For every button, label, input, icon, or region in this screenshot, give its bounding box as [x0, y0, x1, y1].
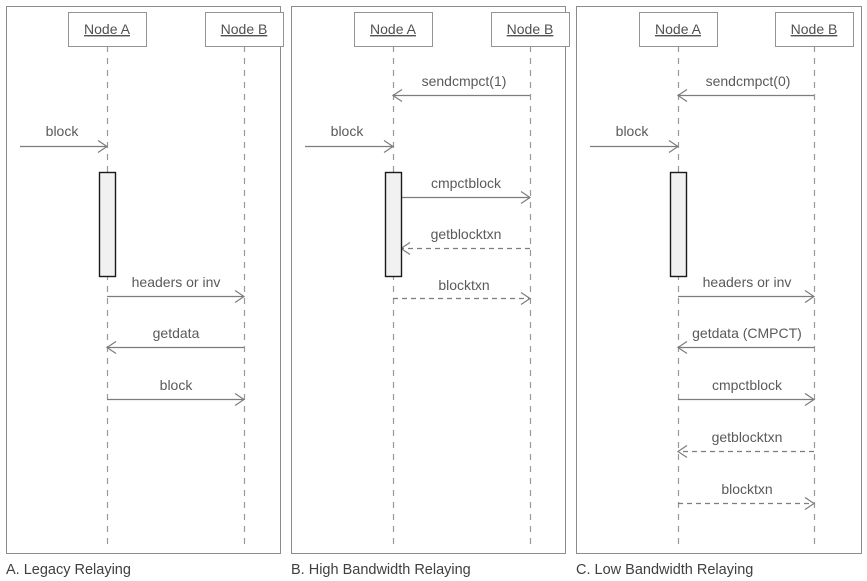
message-label: getblocktxn [431, 226, 502, 242]
message-arrowhead [668, 140, 680, 153]
message-arrowhead [383, 140, 395, 153]
participant-box-node-a[interactable] [639, 12, 718, 47]
message-label: cmpctblock [431, 175, 502, 191]
message-label: block [46, 123, 80, 139]
message-label: headers or inv [132, 274, 221, 290]
message-arrowhead [520, 191, 532, 204]
message-arrowhead [234, 393, 246, 406]
message-cmpctblock[interactable]: cmpctblock [678, 377, 816, 406]
panel-caption-a: A. Legacy Relaying [6, 562, 131, 578]
activation-bar-node-a [98, 171, 117, 278]
sequence-panel-c: Node A Node B sendcmpct(0) block headers or … [576, 6, 862, 578]
message-arrowhead [391, 89, 403, 102]
message-arrowhead [234, 290, 246, 303]
participant-box-node-a[interactable] [354, 12, 433, 47]
message-label: sendcmpct(0) [706, 73, 791, 89]
sequence-panel-b: Node A Node B sendcmpct(1) block cmpctblock g… [291, 6, 570, 578]
message-sendcmpct-1[interactable]: sendcmpct(1) [391, 73, 530, 102]
participant-box-node-b[interactable] [491, 12, 570, 47]
message-cmpctblock[interactable]: cmpctblock [401, 175, 532, 204]
activation-bar-node-a [669, 171, 688, 278]
message-block[interactable]: block [20, 123, 109, 153]
sequence-panel-a: Node A Node B block headers or inv getdata bl… [6, 6, 284, 578]
message-label: blocktxn [721, 481, 772, 497]
message-label: block [616, 123, 650, 139]
participant-label-node-b: Node B [221, 21, 268, 37]
message-blocktxn[interactable]: blocktxn [678, 481, 816, 510]
message-label: block [160, 377, 194, 393]
message-arrowhead [676, 341, 688, 354]
activation-bar-node-a [384, 171, 403, 278]
message-label: headers or inv [703, 274, 792, 290]
message-arrowhead [676, 445, 688, 458]
message-arrowhead [97, 140, 109, 153]
message-sendcmpct-0[interactable]: sendcmpct(0) [676, 73, 814, 102]
participant-label-node-a: Node A [84, 21, 131, 37]
message-label: getblocktxn [712, 429, 783, 445]
participant-box-node-b[interactable] [775, 12, 854, 47]
message-headers-or-inv[interactable]: headers or inv [678, 274, 816, 303]
message-arrowhead [804, 393, 816, 406]
message-arrowhead [520, 292, 532, 305]
message-label: block [331, 123, 365, 139]
participant-box-node-a[interactable] [68, 12, 147, 47]
participant-label-node-b: Node B [507, 21, 554, 37]
message-label: getdata (CMPCT) [692, 325, 802, 341]
message-getdata[interactable]: getdata [105, 325, 244, 354]
message-block[interactable]: block [107, 377, 246, 406]
message-getblocktxn[interactable]: getblocktxn [676, 429, 814, 458]
panel-border [291, 6, 566, 554]
panel-caption-b: B. High Bandwidth Relaying [291, 562, 471, 578]
message-arrowhead [804, 497, 816, 510]
panel-caption-c: C. Low Bandwidth Relaying [576, 562, 753, 578]
message-blocktxn[interactable]: blocktxn [393, 277, 532, 305]
message-block[interactable]: block [305, 123, 395, 153]
panel-border [6, 6, 281, 554]
participant-label-node-b: Node B [791, 21, 838, 37]
participant-label-node-a: Node A [370, 21, 417, 37]
message-label: sendcmpct(1) [422, 73, 507, 89]
message-block[interactable]: block [590, 123, 680, 153]
message-arrowhead [105, 341, 117, 354]
message-arrowhead [804, 290, 816, 303]
message-getdata-cmpct[interactable]: getdata (CMPCT) [676, 325, 814, 354]
message-label: getdata [153, 325, 200, 341]
message-label: cmpctblock [712, 377, 783, 393]
participant-label-node-a: Node A [655, 21, 702, 37]
message-headers-or-inv[interactable]: headers or inv [107, 274, 246, 303]
message-arrowhead [676, 89, 688, 102]
participant-box-node-b[interactable] [205, 12, 284, 47]
message-label: blocktxn [438, 277, 489, 293]
